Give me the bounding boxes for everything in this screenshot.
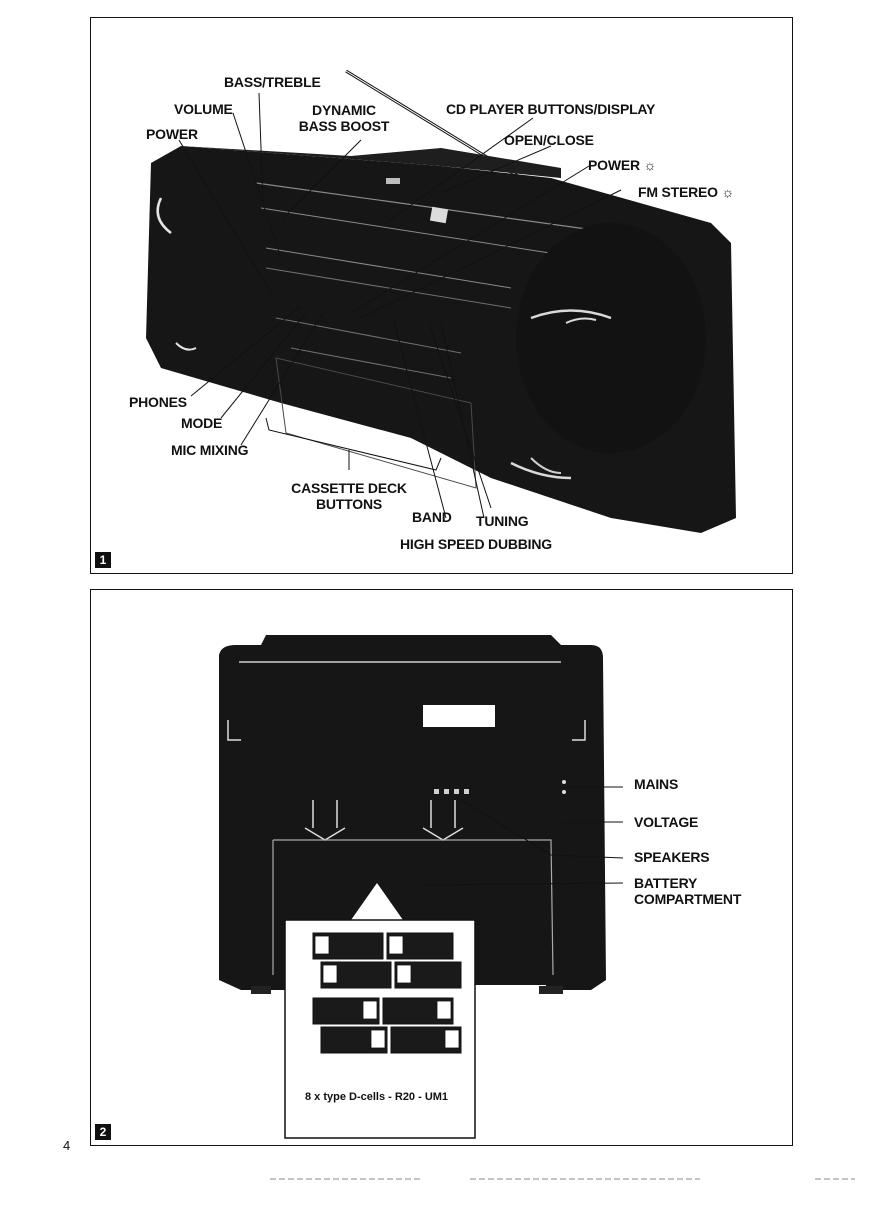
label-power: POWER	[146, 126, 198, 142]
boombox-rear-illustration	[91, 590, 792, 1145]
label-voltage: VOLTAGE	[634, 814, 698, 830]
label-phones: PHONES	[129, 394, 187, 410]
label-cassette-deck-buttons: CASSETTE DECK BUTTONS	[274, 480, 424, 512]
page-number: 4	[63, 1138, 70, 1153]
label-fm-stereo: FM STEREO ☼	[638, 184, 734, 200]
figure-number-badge: 1	[95, 552, 111, 568]
label-open-close: OPEN/CLOSE	[504, 132, 594, 148]
label-cassette-line2: BUTTONS	[274, 496, 424, 512]
label-mains: MAINS	[634, 776, 678, 792]
label-mic-mixing: MIC MIXING	[171, 442, 248, 458]
label-speakers: SPEAKERS	[634, 849, 709, 865]
figure-1-panel: BASS/TREBLE VOLUME DYNAMIC BASS BOOST CD…	[90, 17, 793, 574]
label-volume: VOLUME	[174, 101, 233, 117]
label-power-indicator: POWER ☼	[588, 157, 656, 173]
scan-artifact-lines	[270, 1176, 860, 1186]
label-dynamic-bass-boost-line2: BASS BOOST	[289, 118, 399, 134]
label-band: BAND	[412, 509, 452, 525]
battery-caption: 8 x type D-cells - R20 - UM1	[305, 1091, 448, 1103]
label-battery-line2: COMPARTMENT	[634, 891, 741, 907]
label-bass-treble: BASS/TREBLE	[224, 74, 321, 90]
label-dynamic-bass-boost-line1: DYNAMIC	[289, 102, 399, 118]
label-high-speed-dubbing: HIGH SPEED DUBBING	[400, 536, 552, 552]
label-cd-player-buttons-display: CD PLAYER BUTTONS/DISPLAY	[446, 101, 655, 117]
figure-number-badge: 2	[95, 1124, 111, 1140]
figure-2-panel: MAINS VOLTAGE SPEAKERS BATTERY COMPARTME…	[90, 589, 793, 1146]
label-battery-compartment: BATTERY COMPARTMENT	[634, 875, 741, 907]
label-cassette-line1: CASSETTE DECK	[274, 480, 424, 496]
label-mode: MODE	[181, 415, 222, 431]
label-dynamic-bass-boost: DYNAMIC BASS BOOST	[289, 102, 399, 134]
label-tuning: TUNING	[476, 513, 528, 529]
label-battery-line1: BATTERY	[634, 875, 741, 891]
